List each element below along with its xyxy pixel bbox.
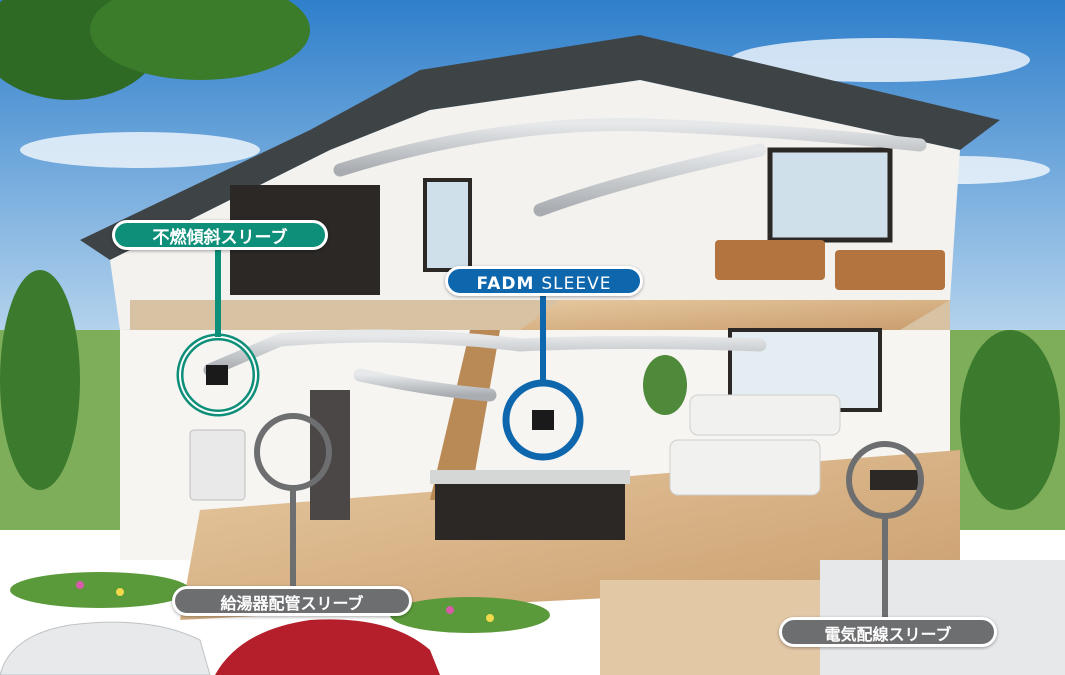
nonflammable-sleeve-label: 不燃傾斜スリーブ	[112, 220, 328, 250]
fadm-sleeve-label: FADM SLEEVE	[445, 266, 643, 296]
tree-foliage	[0, 0, 1060, 510]
sofa-back	[689, 394, 841, 436]
ventilation-ducts	[203, 118, 927, 402]
car-white	[0, 621, 211, 675]
kitchen-counter	[435, 480, 625, 540]
washing-machine	[189, 429, 246, 501]
electric-wiring-sleeve-label: 電気配線スリーブ	[779, 617, 997, 647]
car-red	[215, 619, 440, 675]
bed-right	[835, 250, 945, 290]
staircase	[430, 330, 500, 500]
fadm-sleeve-label-bold: FADM	[476, 274, 535, 294]
kitchen-countertop	[430, 470, 630, 484]
roof	[80, 35, 1000, 260]
bed-left	[715, 240, 825, 280]
bedroom-window	[767, 147, 893, 243]
flower-bed	[10, 572, 550, 633]
tv-stand	[870, 470, 920, 490]
sofa	[669, 439, 821, 496]
fadm-sleeve-label-rest: SLEEVE	[541, 274, 612, 294]
clouds	[20, 38, 1050, 184]
callout-markers	[176, 245, 924, 617]
upper-small-windows	[423, 178, 472, 272]
indoor-plant	[643, 355, 687, 415]
water-heater-sleeve-label: 給湯器配管スリーブ	[172, 586, 412, 616]
bedroom-floor	[520, 300, 950, 330]
